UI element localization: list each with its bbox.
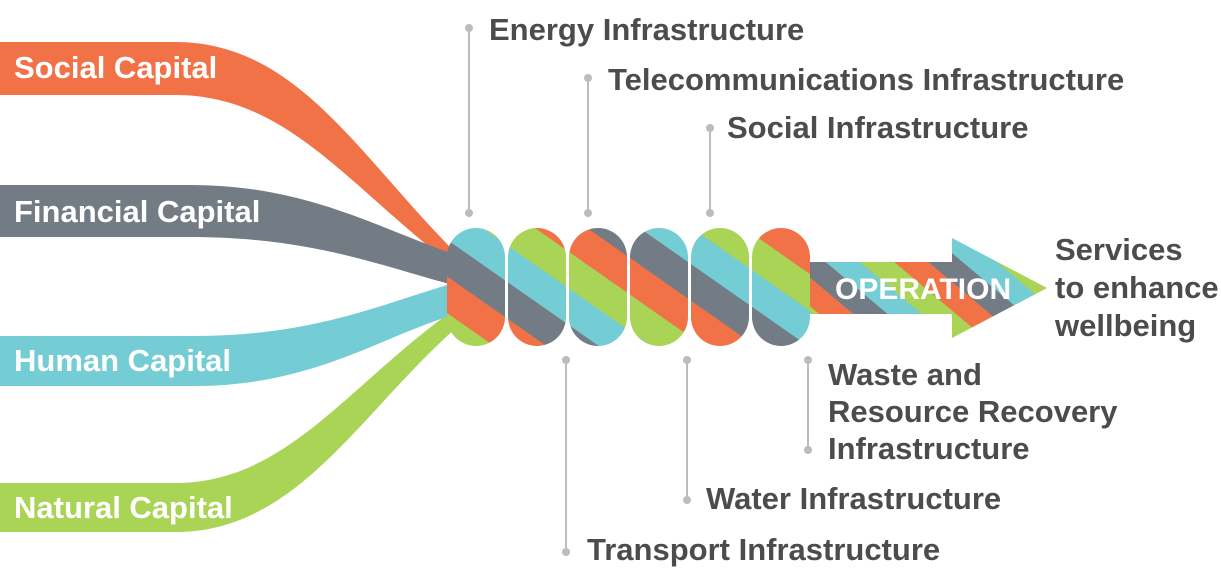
telecom-leader bbox=[584, 74, 592, 217]
waste-leader bbox=[804, 356, 812, 454]
transport-infrastructure-label: Transport Infrastructure bbox=[587, 532, 940, 567]
water-infrastructure-label: Water Infrastructure bbox=[706, 481, 1001, 516]
operation-arrow bbox=[800, 238, 1047, 338]
braid-segment bbox=[447, 228, 505, 346]
energy-infrastructure-label: Energy Infrastructure bbox=[489, 12, 804, 47]
braid-segment bbox=[691, 228, 749, 346]
operation-label: OPERATION bbox=[835, 273, 1011, 306]
social-infra-leader bbox=[706, 124, 714, 217]
financial-capital-flow bbox=[0, 185, 465, 288]
output-label-line3: wellbeing bbox=[1054, 308, 1196, 343]
output-label-line2: to enhance bbox=[1055, 270, 1219, 305]
infrastructure-braid bbox=[447, 228, 810, 346]
waste-infrastructure-label-line1: Waste and bbox=[828, 357, 982, 392]
transport-leader bbox=[562, 356, 570, 556]
social-capital-flow bbox=[0, 42, 465, 275]
social-capital-label: Social Capital bbox=[14, 50, 217, 85]
telecom-infrastructure-label: Telecommunications Infrastructure bbox=[608, 62, 1124, 97]
output-label-line1: Services bbox=[1055, 232, 1183, 267]
braid-segment bbox=[508, 228, 566, 346]
energy-leader bbox=[465, 24, 473, 217]
braid-segment bbox=[630, 228, 688, 346]
waste-infrastructure-label-line2: Resource Recovery bbox=[828, 394, 1118, 429]
financial-capital-label: Financial Capital bbox=[14, 194, 260, 229]
social-infrastructure-label: Social Infrastructure bbox=[727, 110, 1028, 145]
natural-capital-flow bbox=[0, 302, 465, 532]
waste-infrastructure-label-line3: Infrastructure bbox=[828, 431, 1030, 466]
braid-segment bbox=[569, 228, 627, 346]
natural-capital-label: Natural Capital bbox=[14, 490, 233, 525]
human-capital-label: Human Capital bbox=[14, 343, 231, 378]
human-capital-flow bbox=[0, 280, 465, 386]
braid-segment bbox=[752, 228, 810, 346]
water-leader bbox=[683, 356, 691, 504]
